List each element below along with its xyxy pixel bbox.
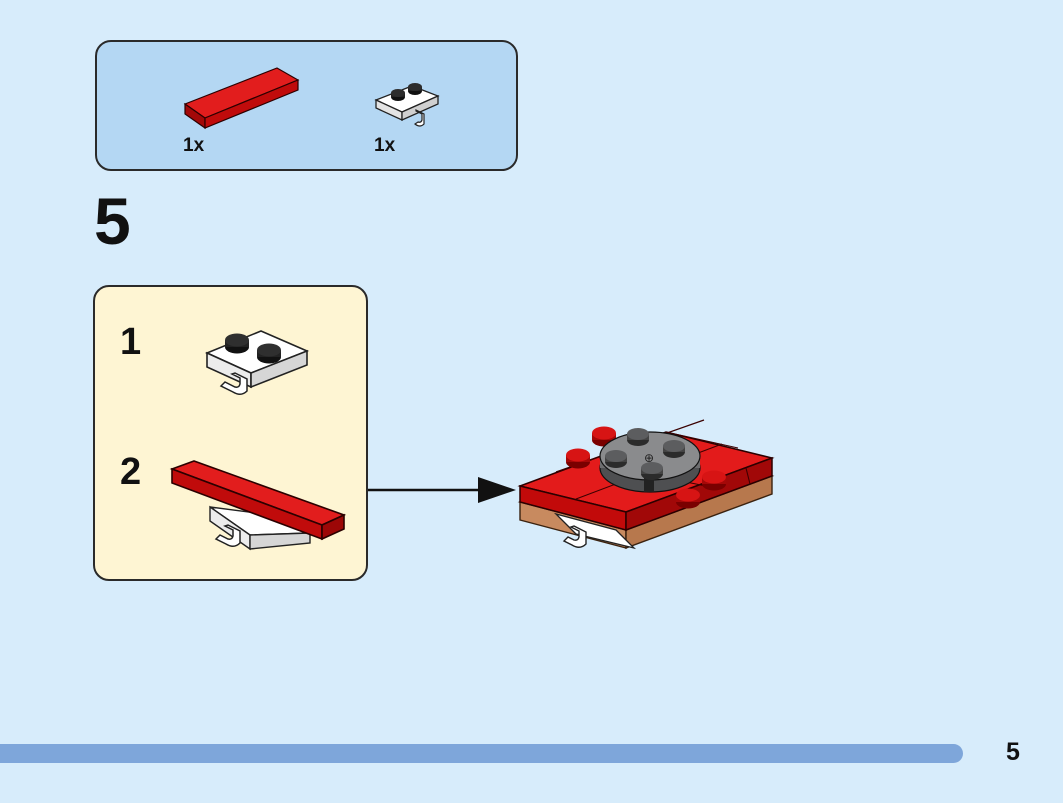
parts-list-box: 1x 1x	[95, 40, 518, 171]
part-quantity: 1x	[374, 135, 396, 156]
sub-assembly-box: 1 2	[93, 285, 368, 581]
part-quantity: 1x	[183, 135, 205, 156]
svg-text:⊕: ⊕	[644, 451, 654, 465]
red-tile-on-clip-plate-icon	[169, 460, 347, 551]
step-number: 5	[94, 184, 131, 258]
assembled-red-base-icon: ⊕	[517, 419, 775, 550]
page-number: 5	[1006, 738, 1020, 766]
progress-bar	[0, 744, 963, 763]
white-plate-with-clip-icon	[204, 330, 310, 395]
white-plate-with-clip-icon	[374, 83, 440, 127]
red-tile-1x6-icon	[183, 67, 300, 130]
sub-step-number: 1	[120, 321, 142, 363]
sub-step-number: 2	[120, 451, 142, 493]
callout-arrow	[368, 477, 516, 503]
